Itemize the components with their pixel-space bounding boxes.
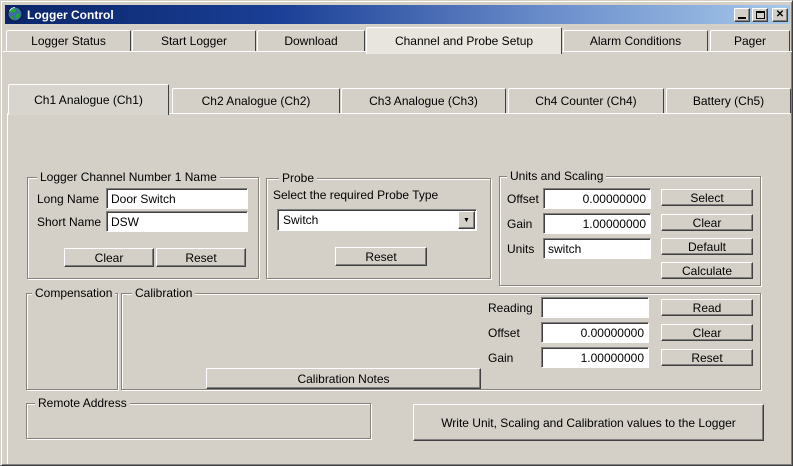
maximize-icon bbox=[755, 10, 765, 19]
probe-instruction: Select the required Probe Type bbox=[273, 188, 439, 202]
close-icon: ✕ bbox=[775, 8, 785, 20]
window-controls: ✕ bbox=[734, 7, 790, 22]
cal-read-button[interactable]: Read bbox=[661, 299, 753, 316]
long-name-input[interactable] bbox=[106, 188, 248, 209]
cal-reset-button[interactable]: Reset bbox=[661, 349, 753, 366]
short-name-label: Short Name bbox=[37, 215, 102, 229]
name-clear-button[interactable]: Clear bbox=[64, 248, 154, 267]
long-name-label: Long Name bbox=[37, 192, 100, 206]
units-gain-input[interactable] bbox=[543, 213, 651, 234]
probe-reset-button[interactable]: Reset bbox=[335, 247, 427, 266]
tab-ch2-analogue[interactable]: Ch2 Analogue (Ch2) bbox=[172, 88, 340, 113]
units-gain-label: Gain bbox=[507, 217, 533, 231]
cal-gain-input[interactable] bbox=[541, 347, 649, 368]
tab-alarm-conditions[interactable]: Alarm Conditions bbox=[563, 30, 708, 51]
short-name-input[interactable] bbox=[106, 211, 248, 232]
units-offset-input[interactable] bbox=[543, 188, 651, 209]
tab-start-logger[interactable]: Start Logger bbox=[132, 30, 256, 51]
tab-ch4-counter[interactable]: Ch4 Counter (Ch4) bbox=[508, 88, 664, 113]
tab-pager[interactable]: Pager bbox=[710, 30, 790, 51]
maximize-button[interactable] bbox=[752, 7, 768, 22]
tab-channel-and-probe-setup[interactable]: Channel and Probe Setup bbox=[366, 27, 562, 54]
calibration-notes-button[interactable]: Calibration Notes bbox=[206, 368, 481, 389]
remote-address-group-title: Remote Address bbox=[35, 396, 130, 410]
units-units-input[interactable] bbox=[543, 238, 651, 259]
globe-icon[interactable] bbox=[7, 6, 23, 22]
cal-gain-label: Gain bbox=[488, 351, 514, 365]
units-clear-button[interactable]: Clear bbox=[661, 214, 753, 231]
dropdown-button[interactable]: ▼ bbox=[458, 211, 475, 229]
tab-logger-status[interactable]: Logger Status bbox=[6, 30, 131, 51]
calibration-group: Calibration bbox=[121, 286, 761, 390]
units-units-label: Units bbox=[507, 242, 535, 256]
minimize-icon bbox=[738, 17, 746, 19]
units-offset-label: Offset bbox=[507, 192, 539, 206]
cal-offset-label: Offset bbox=[488, 326, 520, 340]
units-group-title: Units and Scaling bbox=[507, 169, 607, 183]
tab-download[interactable]: Download bbox=[257, 30, 365, 51]
chevron-down-icon: ▼ bbox=[463, 216, 470, 224]
units-group: Units and Scaling bbox=[499, 169, 761, 286]
probe-group: Probe bbox=[266, 171, 491, 279]
tab-battery-ch5[interactable]: Battery (Ch5) bbox=[666, 88, 791, 113]
cal-reading-label: Reading bbox=[488, 301, 533, 315]
units-default-button[interactable]: Default bbox=[661, 238, 753, 255]
units-calculate-button[interactable]: Calculate bbox=[661, 262, 753, 279]
channel-tab-page bbox=[7, 113, 790, 464]
compensation-group: Compensation bbox=[26, 286, 118, 390]
write-to-logger-button[interactable]: Write Unit, Scaling and Calibration valu… bbox=[413, 404, 764, 441]
tab-ch1-analogue[interactable]: Ch1 Analogue (Ch1) bbox=[8, 84, 169, 115]
units-select-button[interactable]: Select bbox=[661, 189, 753, 206]
minimize-button[interactable] bbox=[734, 7, 750, 22]
probe-type-value: Switch bbox=[283, 213, 319, 227]
window-title: Logger Control bbox=[27, 7, 114, 22]
cal-offset-input[interactable] bbox=[541, 322, 649, 343]
probe-type-combobox[interactable]: Switch ▼ bbox=[277, 209, 477, 231]
calibration-group-title: Calibration bbox=[132, 286, 196, 300]
compensation-group-title: Compensation bbox=[32, 286, 116, 300]
name-group-title: Logger Channel Number 1 Name bbox=[37, 170, 220, 184]
cal-reading-input[interactable] bbox=[541, 297, 649, 318]
name-reset-button[interactable]: Reset bbox=[156, 248, 246, 267]
title-bar: Logger Control ✕ bbox=[5, 5, 790, 24]
tab-ch3-analogue[interactable]: Ch3 Analogue (Ch3) bbox=[341, 88, 506, 113]
close-button[interactable]: ✕ bbox=[772, 7, 788, 22]
probe-group-title: Probe bbox=[279, 171, 318, 185]
cal-clear-button[interactable]: Clear bbox=[661, 324, 753, 341]
name-group: Logger Channel Number 1 Name bbox=[27, 170, 259, 279]
remote-address-group: Remote Address bbox=[26, 396, 371, 439]
